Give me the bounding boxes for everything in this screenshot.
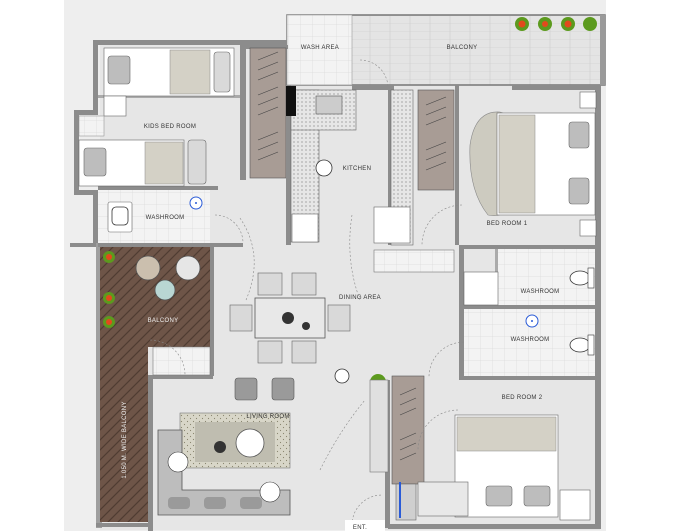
dining-area: DINING AREA bbox=[229, 272, 381, 384]
washroom-left-label: WASHROOM bbox=[146, 215, 185, 221]
balcony-left: BALCONY bbox=[100, 247, 211, 376]
wide-balcony-label: 1.050 M. WIDE BALCONY bbox=[122, 401, 128, 478]
kitchen: KITCHEN WASH AREA BALCONY bbox=[286, 45, 478, 273]
bedroom-1-label: BED ROOM 1 bbox=[487, 221, 528, 227]
entry-label: ENT. bbox=[353, 525, 367, 531]
bedroom-1: BED ROOM 1 bbox=[469, 91, 597, 237]
plant-icon bbox=[103, 17, 597, 390]
living-room: LIVING ROOM bbox=[157, 377, 295, 516]
kids-bedroom: KIDS BED ROOM bbox=[78, 47, 287, 187]
plants bbox=[103, 17, 597, 390]
washroom-left: WASHROOM bbox=[98, 190, 210, 243]
washroom-right-1-label: WASHROOM bbox=[521, 289, 560, 295]
balcony-left-label: BALCONY bbox=[148, 318, 179, 324]
kitchen-label: KITCHEN bbox=[343, 166, 371, 172]
bedroom-2: BED ROOM 2 bbox=[369, 375, 591, 521]
washroom-right-1: WASHROOM bbox=[463, 249, 595, 306]
balcony-top-label: BALCONY bbox=[447, 45, 478, 51]
balcony-top-area bbox=[286, 14, 606, 86]
bedroom-2-label: BED ROOM 2 bbox=[502, 395, 543, 401]
washroom-right-2-label: WASHROOM bbox=[511, 337, 550, 343]
kids-bedroom-label: KIDS BED ROOM bbox=[144, 124, 196, 130]
wash-area-label: WASH AREA bbox=[301, 45, 339, 51]
wide-balcony: 1.050 M. WIDE BALCONY bbox=[100, 347, 148, 522]
washroom-right-2: WASHROOM bbox=[464, 309, 595, 376]
living-room-label: LIVING ROOM bbox=[246, 414, 289, 420]
dining-area-label: DINING AREA bbox=[339, 295, 381, 301]
